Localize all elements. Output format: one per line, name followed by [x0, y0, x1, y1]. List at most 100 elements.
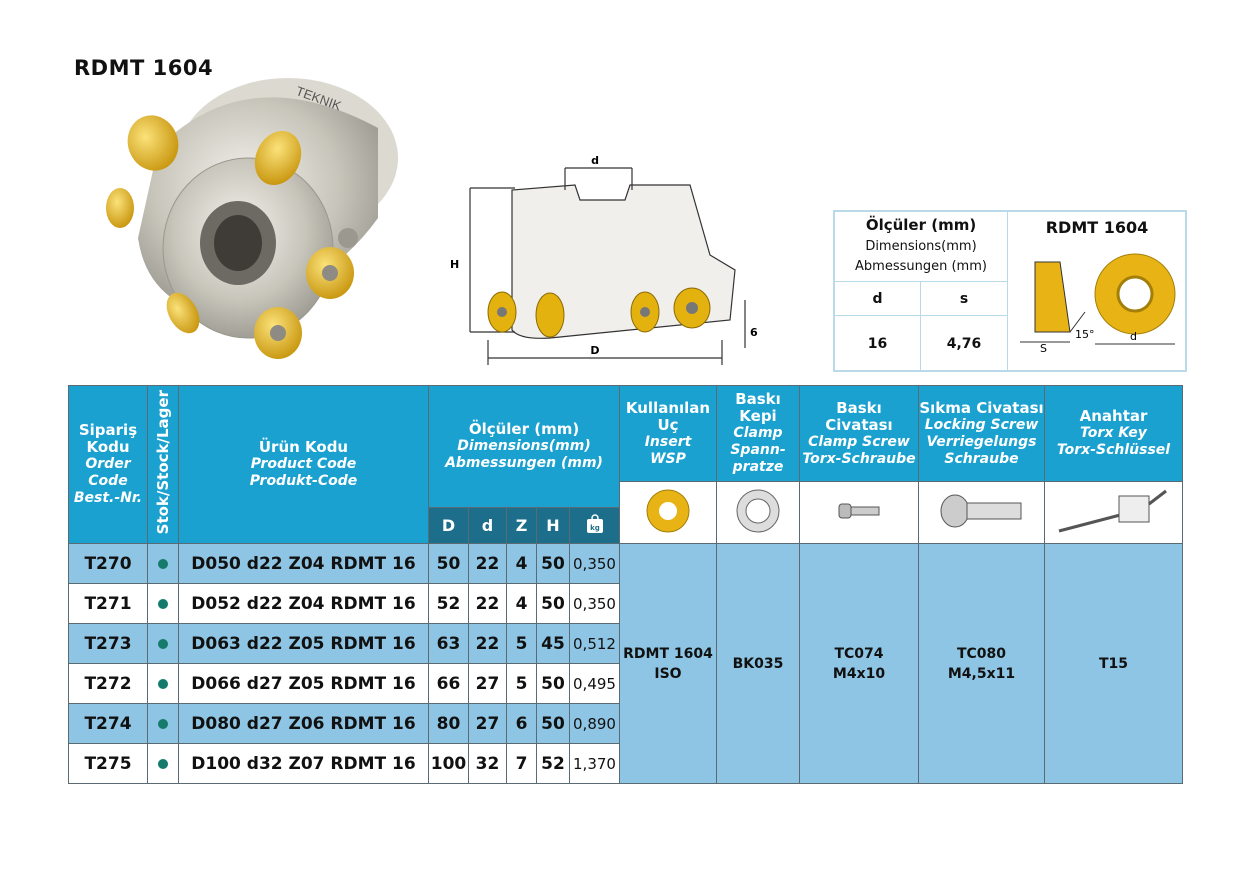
subheader-d: d: [468, 507, 507, 544]
header-dimensions: Ölçüler (mm) Dimensions(mm) Abmessungen …: [428, 385, 620, 508]
header-insert: Kullanılan Uç Insert WSP: [619, 385, 717, 482]
subheader-Z: Z: [506, 507, 537, 544]
order-code: T274: [68, 703, 148, 744]
dim-H: 50: [536, 703, 570, 744]
dim-D: 50: [428, 543, 469, 584]
clamp-value: BK035: [716, 543, 800, 784]
dim-Z: 4: [506, 543, 537, 584]
page-title: RDMT 1604: [74, 56, 214, 80]
insert-angle: 15°: [1075, 328, 1095, 341]
dim-D: 80: [428, 703, 469, 744]
stock-indicator: [147, 583, 179, 624]
dim-Z: 5: [506, 663, 537, 704]
insert-drawing: S 15° d: [1020, 253, 1176, 355]
weight: 0,890: [569, 703, 620, 744]
header-product-code: Ürün Kodu Product Code Produkt-Code: [178, 385, 429, 544]
dimensions-header-tr: Ölçüler (mm): [865, 216, 977, 234]
stock-indicator: [147, 663, 179, 704]
header-torx-key: Anahtar Torx Key Torx-Schlüssel: [1044, 385, 1183, 482]
product-table: Sipariş Kodu Order Code Best.-Nr. Stok/S…: [68, 385, 1183, 784]
product-code: D052 d22 Z04 RDMT 16: [178, 583, 429, 624]
dim-col-d: d: [835, 282, 921, 316]
stock-indicator: [147, 703, 179, 744]
insert-title: RDMT 1604: [1045, 218, 1149, 237]
order-code: T270: [68, 543, 148, 584]
dim-Z: 6: [506, 703, 537, 744]
dim-H: 50: [536, 663, 570, 704]
dim-d: 22: [468, 583, 507, 624]
clamp-icon: [736, 489, 780, 532]
dim-H: 50: [536, 543, 570, 584]
order-code: T275: [68, 743, 148, 784]
dim-D: 52: [428, 583, 469, 624]
subheader-weight: kg: [569, 507, 620, 544]
weight: 0,495: [569, 663, 620, 704]
weight: 0,350: [569, 583, 620, 624]
weight: 0,350: [569, 543, 620, 584]
stock-indicator: [147, 543, 179, 584]
header-order-code: Sipariş Kodu Order Code Best.-Nr.: [68, 385, 148, 544]
stock-indicator: [147, 743, 179, 784]
insert-icon-cell: [619, 481, 717, 544]
order-code: T271: [68, 583, 148, 624]
dim-Z: 4: [506, 583, 537, 624]
dim-d: 27: [468, 703, 507, 744]
dim-D: 66: [428, 663, 469, 704]
product-code: D050 d22 Z04 RDMT 16: [178, 543, 429, 584]
insert-s-label: S: [1040, 342, 1047, 355]
dim-d: 22: [468, 623, 507, 664]
dim-H: 45: [536, 623, 570, 664]
dim-D: 100: [428, 743, 469, 784]
product-code: D100 d32 Z07 RDMT 16: [178, 743, 429, 784]
drawing-label-d: d: [591, 154, 599, 167]
weight: 0,512: [569, 623, 620, 664]
milling-cutter-image: TEKNIK: [106, 78, 398, 359]
dim-d: 22: [468, 543, 507, 584]
dim-Z: 5: [506, 623, 537, 664]
dimensions-header: Ölçüler (mm) Dimensions(mm) Abmessungen …: [835, 212, 1007, 282]
dim-d: 32: [468, 743, 507, 784]
product-code: D066 d27 Z05 RDMT 16: [178, 663, 429, 704]
dim-H: 50: [536, 583, 570, 624]
insert-dimensions-panel: Ölçüler (mm) Dimensions(mm) Abmessungen …: [833, 210, 1187, 372]
subheader-D: D: [428, 507, 469, 544]
torx-key-icon-cell: [1044, 481, 1183, 544]
dim-Z: 7: [506, 743, 537, 784]
header-clamp-screw: Baskı Civatası Clamp Screw Torx-Schraube: [799, 385, 919, 482]
weight: 1,370: [569, 743, 620, 784]
header-clamp: Baskı Kepi Clamp Spann- pratze: [716, 385, 800, 482]
product-code: D063 d22 Z05 RDMT 16: [178, 623, 429, 664]
dim-col-s: s: [921, 282, 1007, 316]
dimensions-header-en: Dimensions(mm): [865, 239, 977, 254]
stock-indicator: [147, 623, 179, 664]
clamp-icon-cell: [716, 481, 800, 544]
order-code: T273: [68, 623, 148, 664]
dim-d: 27: [468, 663, 507, 704]
order-code: T272: [68, 663, 148, 704]
subheader-H: H: [536, 507, 570, 544]
drawing-label-h: H: [450, 258, 459, 271]
dim-val-s: 4,76: [946, 336, 982, 352]
table-row: T270 D050 d22 Z04 RDMT 16 50 22 4 50 0,3…: [68, 543, 1183, 784]
locking-screw-icon: [940, 494, 1021, 527]
header-stock: Stok/Stock/Lager: [147, 385, 179, 544]
torx-key-icon: [1058, 489, 1167, 532]
weight-icon: kg: [586, 513, 603, 533]
locking-screw-icon-cell: [918, 481, 1045, 544]
dim-D: 63: [428, 623, 469, 664]
drawing-label-6: 6: [750, 326, 758, 339]
product-code: D080 d27 Z06 RDMT 16: [178, 703, 429, 744]
dimensions-column: [835, 212, 1008, 370]
dimensions-header-de: Abmessungen (mm): [855, 259, 987, 274]
technical-drawing: d H D 6: [450, 154, 758, 365]
screw-icon: [838, 503, 880, 518]
svg-text:kg: kg: [590, 524, 600, 532]
dim-val-d: 16: [835, 316, 921, 372]
torx-key-value: T15: [1044, 543, 1183, 784]
drawing-label-diameter: D: [590, 344, 599, 357]
dim-H: 52: [536, 743, 570, 784]
clamp-screw-icon-cell: [799, 481, 919, 544]
